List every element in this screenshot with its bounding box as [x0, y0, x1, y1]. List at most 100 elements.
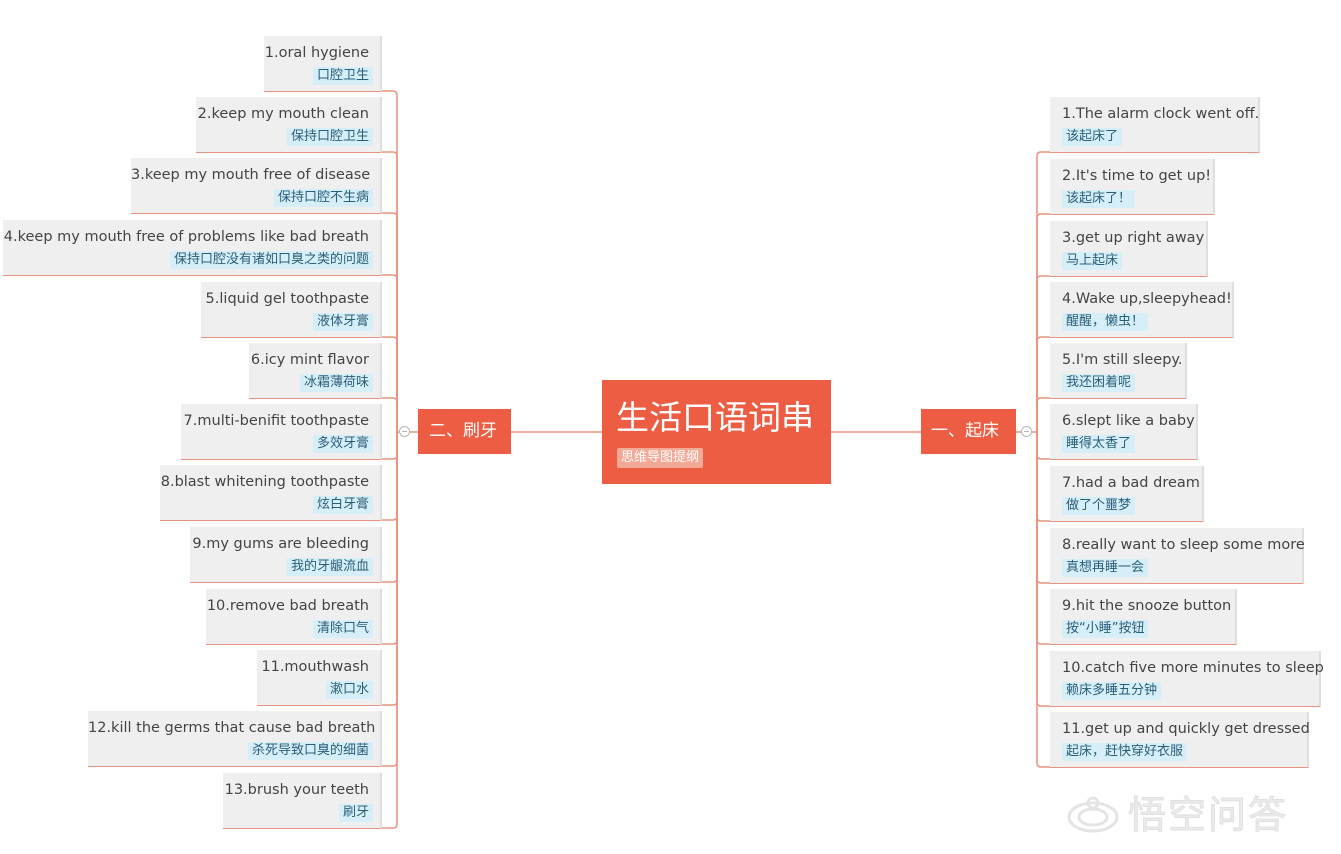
connector-right-3 [1036, 275, 1050, 432]
connector-left-13 [382, 432, 398, 829]
subtopic-translation: 漱口水 [325, 681, 373, 699]
connector-left-8 [382, 432, 398, 521]
subtopic-title: 10.catch five more minutes to sleep [1062, 660, 1324, 676]
left-subtopic-13[interactable]: 13.brush your teeth 刷牙 [223, 773, 382, 829]
subtopic-translation: 按“小睡”按钮 [1062, 620, 1149, 638]
right-subtopic-8[interactable]: 8.really want to sleep some more 真想再睡一会 [1050, 528, 1305, 584]
subtopic-translation: 杀死导致口臭的细菌 [247, 742, 373, 760]
right-subtopic-7[interactable]: 7.had a bad dream 做了个噩梦 [1050, 466, 1204, 522]
branch-topic-brush-teeth[interactable]: 二、刷牙 [418, 409, 511, 454]
branch-topic-wake-up[interactable]: 一、起床 [921, 409, 1016, 454]
central-topic[interactable]: 生活口语词串 思维导图提纲 [602, 380, 831, 484]
connector-right-7 [1036, 432, 1050, 522]
connector-left-7 [382, 432, 398, 460]
branch-topic-label: 二、刷牙 [429, 421, 497, 441]
central-topic-title: 生活口语词串 [616, 398, 814, 437]
subtopic-translation: 冰霜薄荷味 [299, 374, 373, 392]
subtopic-title: 11.mouthwash [261, 659, 369, 675]
connector-right-8 [1036, 432, 1050, 584]
left-subtopic-5[interactable]: 5.liquid gel toothpaste 液体牙膏 [201, 282, 382, 338]
subtopic-translation: 赖床多睡五分钟 [1062, 682, 1162, 700]
left-subtopic-8[interactable]: 8.blast whitening toothpaste 炫白牙膏 [160, 465, 382, 521]
subtopic-title: 1.oral hygiene [264, 45, 369, 61]
subtopic-translation: 起床，赶快穿好衣服 [1062, 743, 1188, 761]
subtopic-translation: 我的牙龈流血 [286, 558, 373, 576]
left-subtopic-4[interactable]: 4.keep my mouth free of problems like ba… [3, 220, 382, 276]
subtopic-title: 11.get up and quickly get dressed [1062, 721, 1310, 737]
subtopic-title: 9.my gums are bleeding [192, 536, 369, 552]
left-subtopic-10[interactable]: 10.remove bad breath 清除口气 [206, 589, 382, 645]
subtopic-title: 10.remove bad breath [206, 598, 369, 614]
left-subtopic-2[interactable]: 2.keep my mouth clean 保持口腔卫生 [196, 97, 382, 153]
connector-left-11 [382, 432, 398, 706]
subtopic-title: 5.liquid gel toothpaste [205, 291, 369, 307]
subtopic-translation: 该起床了！ [1062, 190, 1136, 208]
central-topic-tag: 思维导图提纲 [617, 448, 704, 468]
subtopic-translation: 真想再睡一会 [1062, 559, 1149, 577]
right-subtopic-4[interactable]: 4.Wake up,sleepyhead! 醒醒，懒虫！ [1050, 282, 1234, 338]
connector-right-10 [1036, 432, 1050, 707]
collapse-toggle-right-icon[interactable] [1021, 426, 1032, 437]
connector-right-11 [1036, 432, 1050, 768]
subtopic-title: 13.brush your teeth [224, 782, 369, 798]
subtopic-title: 6.slept like a baby [1062, 413, 1195, 429]
right-subtopic-6[interactable]: 6.slept like a baby 睡得太香了 [1050, 404, 1198, 460]
connector-right-9 [1036, 432, 1050, 645]
left-subtopic-12[interactable]: 12.kill the germs that cause bad breath 杀… [88, 711, 382, 767]
connector-left-9 [382, 432, 398, 583]
subtopic-translation: 炫白牙膏 [312, 496, 373, 514]
watermark-text: 悟空问答 [1127, 793, 1289, 838]
connector-right-4 [1036, 336, 1050, 432]
subtopic-translation: 做了个噩梦 [1062, 497, 1136, 515]
subtopic-title: 1.The alarm clock went off. [1062, 106, 1260, 122]
collapse-toggle-left-icon[interactable] [399, 426, 410, 437]
branch-topic-label: 一、起床 [931, 421, 999, 441]
subtopic-translation: 醒醒，懒虫！ [1062, 313, 1149, 331]
subtopic-title: 12.kill the germs that cause bad breath [88, 720, 376, 736]
connector-left-2 [382, 151, 398, 432]
subtopic-title: 3.get up right away [1062, 230, 1205, 246]
left-subtopic-11[interactable]: 11.mouthwash 漱口水 [257, 650, 382, 706]
right-subtopic-9[interactable]: 9.hit the snooze button 按“小睡”按钮 [1050, 589, 1237, 645]
subtopic-title: 8.really want to sleep some more [1062, 537, 1305, 553]
subtopic-title: 2.keep my mouth clean [197, 106, 369, 122]
connector-left-6 [382, 397, 398, 432]
left-subtopic-6[interactable]: 6.icy mint flavor 冰霜薄荷味 [249, 343, 382, 399]
left-subtopic-3[interactable]: 3.keep my mouth free of disease 保持口腔不生病 [131, 158, 382, 214]
connector-right-2 [1036, 213, 1050, 432]
wukong-logo-icon [1067, 796, 1119, 833]
subtopic-title: 8.blast whitening toothpaste [160, 474, 369, 490]
right-subtopic-5[interactable]: 5.I'm still sleepy. 我还困着呢 [1050, 343, 1187, 399]
subtopic-title: 2.It's time to get up! [1062, 168, 1212, 184]
connector-left-5 [382, 336, 398, 432]
subtopic-title: 3.keep my mouth free of disease [131, 167, 371, 183]
right-subtopic-11[interactable]: 11.get up and quickly get dressed 起床，赶快穿好… [1050, 712, 1310, 768]
subtopic-title: 7.had a bad dream [1062, 475, 1200, 491]
connector-right-6 [1036, 432, 1050, 460]
left-subtopic-9[interactable]: 9.my gums are bleeding 我的牙龈流血 [190, 527, 382, 583]
subtopic-translation: 我还困着呢 [1062, 374, 1136, 392]
right-subtopic-10[interactable]: 10.catch five more minutes to sleep 赖床多睡五… [1050, 651, 1324, 707]
subtopic-translation: 液体牙膏 [312, 313, 373, 331]
subtopic-title: 6.icy mint flavor [250, 352, 369, 368]
connector-right-1 [1036, 151, 1050, 432]
subtopic-translation: 保持口腔不生病 [273, 189, 373, 207]
subtopic-translation: 刷牙 [338, 804, 373, 822]
subtopic-translation: 清除口气 [312, 620, 373, 638]
connector-left-10 [382, 432, 398, 645]
connector-right-5 [1036, 397, 1050, 432]
watermark: 悟空问答 [1066, 793, 1289, 838]
subtopic-title: 5.I'm still sleepy. [1062, 352, 1183, 368]
subtopic-translation: 睡得太香了 [1062, 435, 1136, 453]
subtopic-title: 4.Wake up,sleepyhead! [1062, 291, 1232, 307]
right-subtopic-1[interactable]: 1.The alarm clock went off.该起床了 [1050, 97, 1260, 153]
subtopic-title: 4.keep my mouth free of problems like ba… [3, 229, 369, 245]
subtopic-translation: 保持口腔卫生 [286, 128, 373, 146]
right-subtopic-2[interactable]: 2.It's time to get up! 该起床了！ [1050, 159, 1215, 215]
subtopic-title: 9.hit the snooze button [1062, 598, 1232, 614]
connector-left-3 [382, 212, 398, 432]
